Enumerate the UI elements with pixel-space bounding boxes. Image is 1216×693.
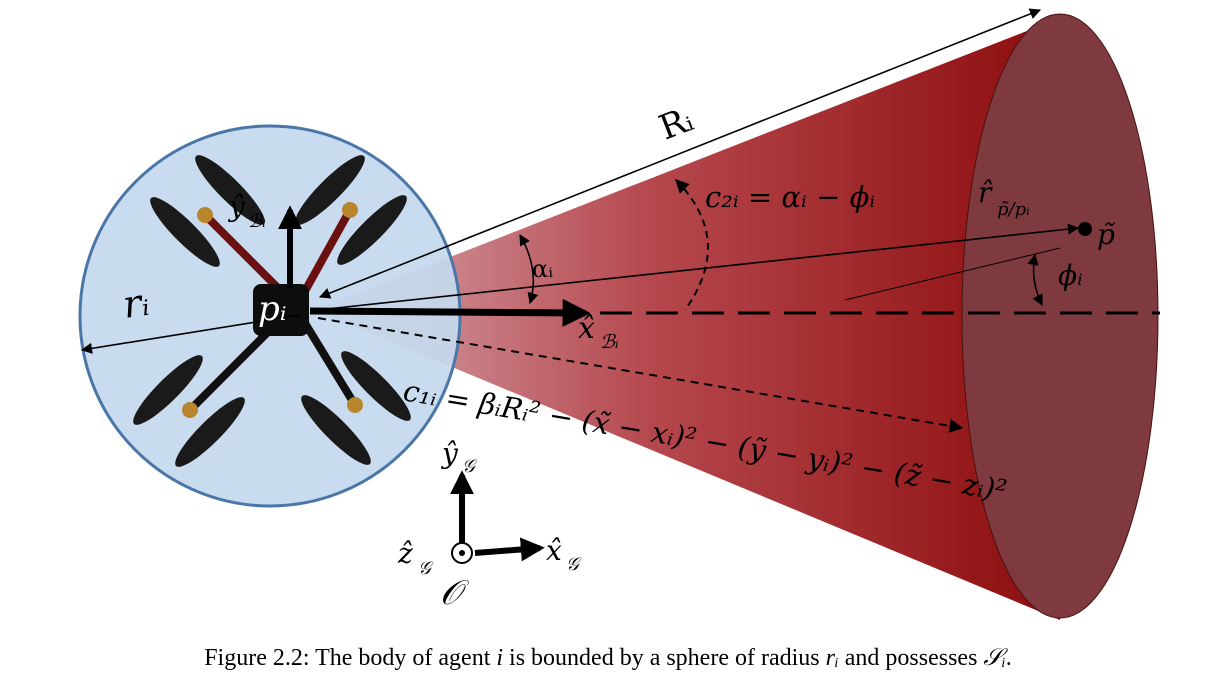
r-hat-subscript: p̃/pᵢ [997,199,1030,220]
x-global-label: x̂ [546,534,562,567]
x-body-label: x̂ [578,311,595,346]
range-label: Rᵢ [654,99,699,148]
p-tilde-label: p̃ [1097,218,1116,251]
x-global-axis-arrow [474,537,545,562]
caption-set: 𝒮ᵢ [983,645,1006,671]
r-hat-label: r̂ [978,176,993,209]
x-body-subscript: ℬᵢ [600,331,619,353]
x-global-subscript: 𝒢 [566,554,582,575]
alpha-arc [519,234,539,305]
alpha-label: αᵢ [532,255,553,283]
z-global-subscript: 𝒢 [418,558,434,579]
y-body-subscript: ℬᵢ [248,211,266,232]
c2-arc [675,179,709,311]
radius-label: rᵢ [120,280,152,327]
cone-base [962,14,1158,618]
c2-label: c₂ᵢ = αᵢ − ϕᵢ [705,180,875,214]
y-global-label: ŷ [440,437,459,470]
range-arrow [318,8,1042,299]
caption-agent: i [496,645,504,671]
cone-base-rim [961,13,1159,619]
y-global-subscript: 𝒢 [462,456,478,477]
figure-caption: Figure 2.2: The body of agent i is bound… [0,645,1216,672]
z-global-dot-icon [459,550,465,556]
caption-prefix: Figure 2.2: The body of agent [204,645,497,671]
phi-label: ϕᵢ [1058,259,1083,292]
x-body-axis-arrow [309,298,591,327]
caption-radius: rᵢ [825,645,839,671]
phi-arc [1027,253,1043,307]
relative-position-arrow [317,223,1080,311]
z-global-label: ẑ [397,537,413,570]
caption-middle: is bounded by a sphere of radius [503,645,826,671]
phi-reference-line [844,247,1061,301]
caption-mid2: and possesses [838,645,984,671]
y-body-label: ŷ [227,190,246,223]
c1-dashed-arrow [317,317,964,433]
caption-end: . [1005,645,1012,671]
origin-label: 𝒪 [440,573,469,613]
p-i-label: pᵢ [258,289,287,329]
point-p-tilde [1078,222,1092,236]
radius-arrow [80,314,301,354]
